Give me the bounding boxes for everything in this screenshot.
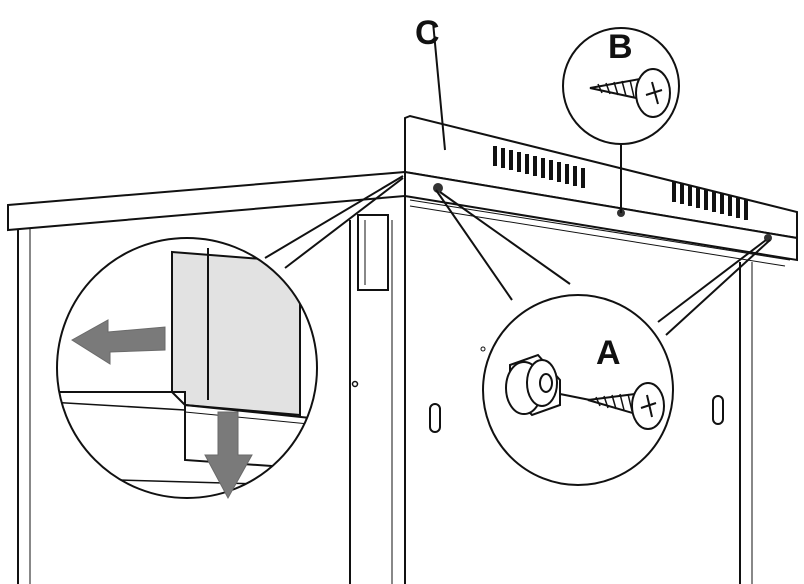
vent-slots-left	[493, 146, 585, 188]
arrow-left-icon	[71, 319, 166, 365]
oven-body	[349, 214, 753, 584]
spacer-icon	[505, 353, 561, 417]
detail-a	[482, 294, 674, 486]
label-c: C	[415, 14, 440, 52]
screw-icon	[587, 382, 665, 430]
left-worktop	[7, 170, 406, 584]
label-b: B	[608, 28, 633, 66]
arrow-down-icon	[204, 411, 253, 500]
detail-edge	[56, 237, 318, 500]
label-a: A	[596, 334, 621, 372]
detail-b	[562, 27, 680, 145]
callout-lines	[264, 21, 771, 336]
screw-icon	[589, 68, 671, 118]
vent-slots-right	[672, 182, 748, 220]
